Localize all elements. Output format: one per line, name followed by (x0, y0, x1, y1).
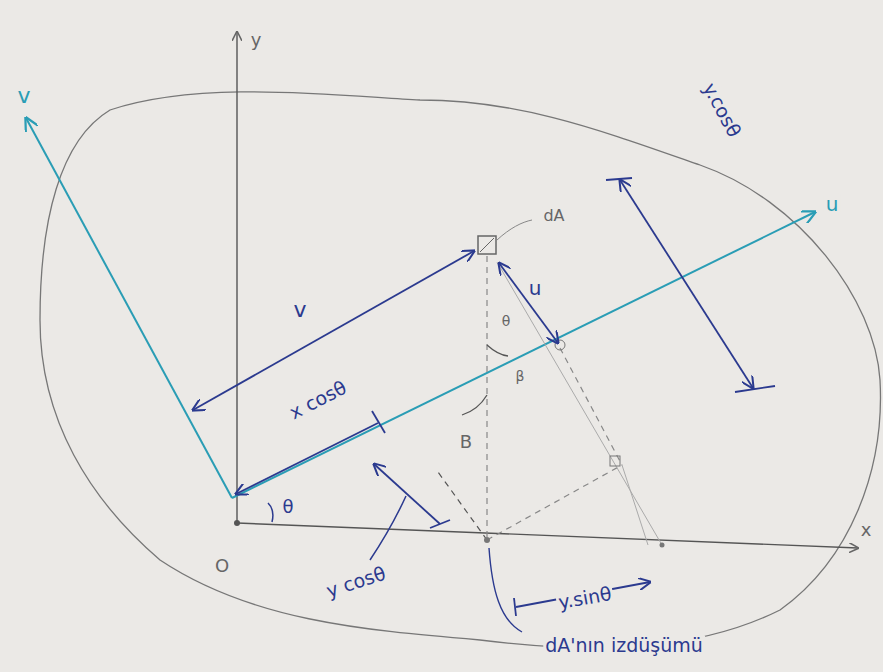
dashed-line (487, 465, 622, 540)
right-angle-mark (610, 456, 620, 466)
angle-label: β (514, 369, 527, 384)
dimension-label: y.cosθ (698, 78, 746, 143)
dashed-line (560, 348, 622, 465)
dashed-line (486, 256, 487, 540)
dimension-line (499, 263, 558, 343)
dimension-label: v (291, 298, 308, 322)
angle-arc (268, 503, 273, 522)
area-element (478, 236, 496, 254)
point-label: B (458, 432, 474, 452)
tick (372, 411, 385, 433)
axis-label: v (15, 84, 32, 108)
dimension-label: x cosθ (284, 376, 351, 424)
tick (430, 520, 450, 528)
dimension-line (236, 423, 378, 494)
element-label: dA (541, 207, 566, 225)
angle-label: θ (280, 497, 295, 517)
tick (514, 598, 516, 616)
v-axis (26, 118, 232, 498)
point (660, 543, 665, 548)
axis-label: u (824, 193, 841, 215)
dimension-line (620, 180, 753, 388)
tick (735, 386, 775, 392)
x-axis (237, 523, 858, 548)
angle-label: θ (500, 314, 513, 329)
dimension-label: u (527, 277, 544, 299)
leader-line (489, 548, 522, 632)
origin-label: O (213, 556, 231, 576)
angle-arc (462, 395, 487, 415)
axis-label: y (249, 30, 264, 50)
dashed-line (438, 472, 487, 540)
dimension-label: y cosθ (322, 562, 390, 602)
axis-label: x (859, 520, 874, 540)
note-label: dA'nın izdüşümü (543, 635, 705, 656)
leader-line (497, 220, 532, 240)
hatch (480, 238, 494, 252)
construction-line (622, 465, 648, 545)
point (484, 537, 490, 543)
origin-dot (234, 520, 240, 526)
dimension-label: y.sinθ (555, 583, 615, 614)
dimension-line (374, 464, 440, 524)
tick (606, 178, 632, 180)
construction-line (497, 262, 662, 545)
angle-arc (487, 345, 508, 356)
leader-line (370, 496, 406, 560)
body-outline (40, 92, 880, 648)
u-axis (232, 212, 815, 498)
y-axis (236, 32, 237, 523)
